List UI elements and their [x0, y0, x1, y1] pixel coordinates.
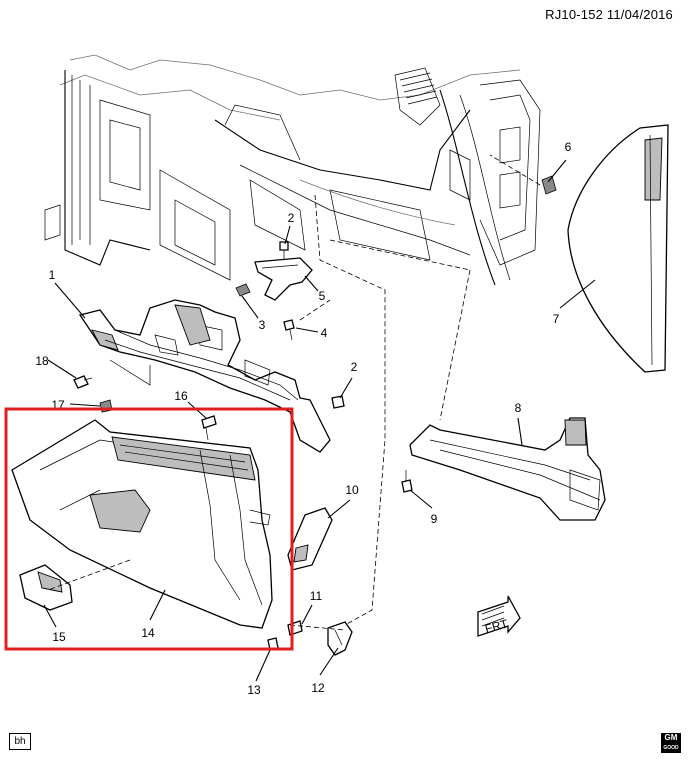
- callout-18: 18: [35, 354, 49, 368]
- part-1-bracket: [78, 299, 331, 453]
- callout-6: 6: [565, 140, 572, 154]
- document-id: RJ10-152 11/04/2016: [545, 7, 673, 22]
- callout-14: 14: [141, 626, 155, 640]
- gm-logo-text: GM: [664, 733, 678, 742]
- forward-label: FRT: [483, 616, 510, 636]
- gm-logo-sub: GOOD: [663, 745, 679, 751]
- callout-4: 4: [321, 326, 328, 340]
- callout-2-lower: 2: [351, 360, 358, 374]
- callout-11: 11: [310, 589, 323, 603]
- gm-logo: GM GOOD: [661, 733, 681, 753]
- callout-1: 1: [49, 268, 56, 282]
- callout-15: 15: [52, 630, 66, 644]
- part-14-glove-box: [11, 419, 273, 629]
- callout-3: 3: [259, 318, 266, 332]
- callout-12: 12: [311, 681, 325, 695]
- instrument-panel-background: [44, 54, 541, 286]
- forward-arrow: FRT: [477, 595, 521, 637]
- callout-13: 13: [247, 683, 261, 697]
- assembly-lines: [47, 154, 541, 631]
- callout-5: 5: [319, 289, 326, 303]
- leader-lines: [43, 159, 596, 682]
- callout-16: 16: [174, 389, 188, 403]
- part-10-latch: [287, 507, 333, 571]
- part-7-side-cover: [567, 124, 669, 373]
- callout-8: 8: [515, 401, 522, 415]
- callout-10: 10: [345, 483, 359, 497]
- callout-9: 9: [431, 512, 438, 526]
- callout-7: 7: [553, 312, 560, 326]
- callout-2-upper: 2: [288, 211, 295, 225]
- part-15-handle: [19, 564, 73, 611]
- part-8-housing: [409, 417, 606, 521]
- callout-labels: 1 2 2 3 4 5 6 7 8 9 10 11 12 13 14 15 16…: [35, 140, 571, 697]
- highlight-box: [4, 407, 294, 651]
- badge-bh: bh: [9, 733, 31, 750]
